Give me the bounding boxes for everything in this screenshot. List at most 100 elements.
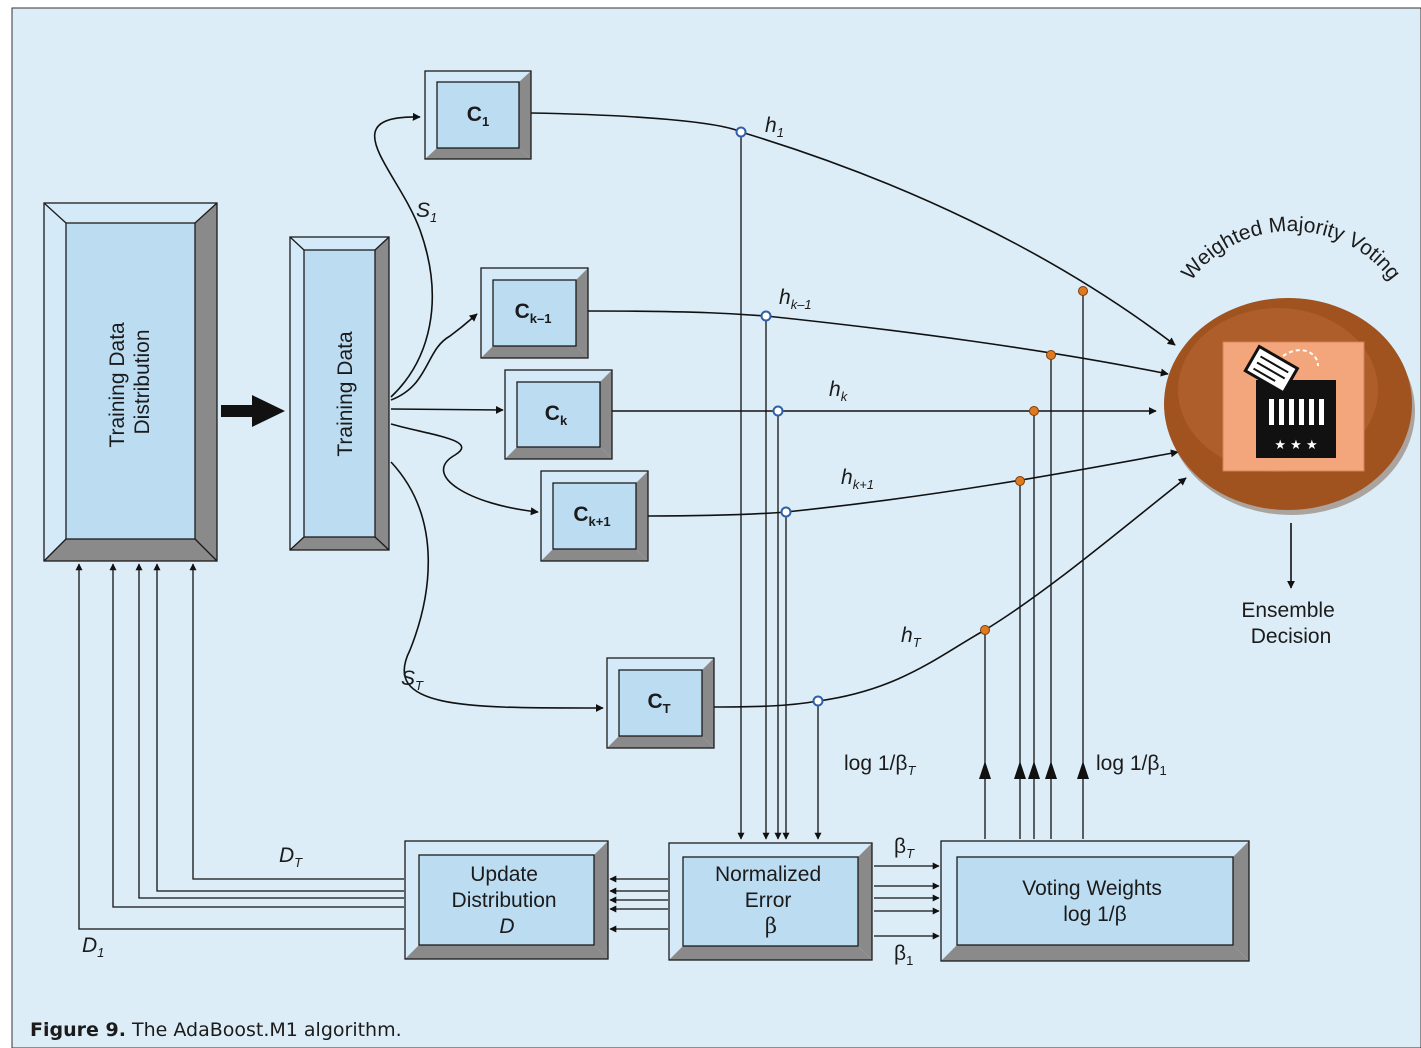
training-distribution-line1: Training Data bbox=[106, 322, 129, 448]
ck-plus-label: C bbox=[573, 503, 588, 526]
c1-label: C bbox=[467, 103, 482, 126]
voting-weights-line2: log 1/β bbox=[1063, 903, 1126, 926]
normalized-error-box: Normalized Error β bbox=[668, 842, 873, 961]
ck-plus-subscript: k+1 bbox=[589, 514, 611, 529]
normalized-error-line1: Normalized bbox=[715, 863, 821, 886]
svg-text:★ ★ ★: ★ ★ ★ bbox=[1274, 438, 1317, 453]
hT-label: h bbox=[901, 624, 913, 647]
training-data-distribution-box: Training Data Distribution bbox=[43, 202, 218, 562]
weight-feed-lines bbox=[979, 291, 1089, 839]
cT-label: C bbox=[647, 690, 662, 713]
hT-subscript: T bbox=[913, 635, 922, 650]
beta-1-label: β bbox=[894, 942, 906, 965]
h1-label: h bbox=[765, 114, 777, 137]
svg-text:Voting Weights log 1/β: Voting Weights log 1/β bbox=[1022, 877, 1168, 926]
c1-subscript: 1 bbox=[482, 114, 489, 129]
ensemble-decision-line2: Decision bbox=[1251, 625, 1332, 648]
thick-right-arrow-icon bbox=[221, 395, 285, 427]
weighted-majority-voting: ★ ★ ★ Weighted Majority Voting bbox=[1164, 213, 1415, 515]
s1-label: S bbox=[416, 199, 430, 222]
svg-text:Ck–1: Ck–1 bbox=[515, 300, 552, 326]
classifier-ck-box: Ck bbox=[504, 369, 613, 460]
voting-weights-line1: Voting Weights bbox=[1022, 877, 1162, 900]
dT-label: D bbox=[279, 844, 294, 867]
training-data-box: Training Data bbox=[289, 236, 390, 551]
training-distribution-line2: Distribution bbox=[131, 329, 154, 434]
svg-text:Ensemble Decision: Ensemble Decision bbox=[1241, 599, 1340, 648]
figure-border bbox=[11, 7, 1421, 1048]
caption-text: The AdaBoost.M1 algorithm. bbox=[126, 1019, 402, 1041]
distribution-feedback-lines bbox=[75, 563, 404, 930]
figure-caption: Figure 9. The AdaBoost.M1 algorithm. bbox=[30, 1019, 402, 1041]
h1-subscript: 1 bbox=[777, 125, 784, 140]
normalized-error-line2: Error bbox=[745, 889, 792, 912]
normalized-error-line3: β bbox=[765, 914, 777, 938]
beta-1-subscript: 1 bbox=[906, 953, 913, 968]
log-beta-1-subscript: 1 bbox=[1159, 763, 1166, 778]
svg-text:Training Data Distributi: Training Data Distribution bbox=[106, 316, 154, 447]
error-feed-lines bbox=[737, 132, 822, 840]
beta-arrows bbox=[874, 862, 940, 940]
ballot-box-icon: ★ ★ ★ bbox=[1243, 344, 1336, 458]
d1-subscript: 1 bbox=[97, 945, 104, 960]
svg-text:ST: ST bbox=[401, 667, 424, 693]
classifier-cT-box: CT bbox=[606, 657, 715, 749]
dT-subscript: T bbox=[294, 855, 303, 870]
svg-text:β1: β1 bbox=[894, 942, 913, 968]
hk-label: h bbox=[829, 378, 841, 401]
hk-minus-subscript: k–1 bbox=[791, 297, 812, 312]
ck-minus-label: C bbox=[515, 300, 530, 323]
svg-text:Ck: Ck bbox=[545, 402, 568, 428]
classifier-ck-minus-box: Ck–1 bbox=[480, 267, 589, 359]
svg-text:S1: S1 bbox=[416, 199, 437, 225]
svg-text:log 1/βT: log 1/βT bbox=[844, 752, 916, 778]
svg-text:Normalized Error β: Normalized Error β bbox=[715, 863, 827, 938]
svg-text:hk+1: hk+1 bbox=[841, 466, 874, 492]
beta-T-subscript: T bbox=[906, 846, 915, 861]
d1-label: D bbox=[82, 934, 97, 957]
ck-label: C bbox=[545, 402, 560, 425]
svg-text:Update Distribution: Update Distribution D bbox=[452, 863, 563, 938]
beta-T-label: β bbox=[894, 835, 906, 858]
svg-text:C1: C1 bbox=[467, 103, 489, 129]
svg-text:βT: βT bbox=[894, 835, 915, 861]
hk-subscript: k bbox=[841, 389, 849, 404]
hk-minus-label: h bbox=[779, 286, 791, 309]
svg-text:log 1/β1: log 1/β1 bbox=[1096, 752, 1167, 778]
svg-text:Ck+1: Ck+1 bbox=[573, 503, 610, 529]
svg-text:hk: hk bbox=[829, 378, 849, 404]
update-distribution-line1: Update bbox=[470, 863, 538, 886]
classifier-c1-box: C1 bbox=[424, 70, 532, 160]
log-beta-T-subscript: T bbox=[907, 763, 916, 778]
cT-subscript: T bbox=[663, 701, 671, 716]
ensemble-decision-line1: Ensemble bbox=[1241, 599, 1334, 622]
blue-junction-dots bbox=[735, 126, 824, 707]
classifier-ck-plus-box: Ck+1 bbox=[540, 470, 649, 562]
update-distribution-box: Update Distribution D bbox=[404, 840, 609, 960]
svg-text:CT: CT bbox=[647, 690, 670, 716]
sT-subscript: T bbox=[415, 678, 424, 693]
log-beta-1-label: log 1/β bbox=[1096, 752, 1159, 775]
s1-subscript: 1 bbox=[430, 210, 437, 225]
ck-minus-subscript: k–1 bbox=[530, 311, 552, 326]
svg-text:hk–1: hk–1 bbox=[779, 286, 812, 312]
voting-weights-box: Voting Weights log 1/β bbox=[940, 840, 1250, 962]
log-beta-T-label: log 1/β bbox=[844, 752, 907, 775]
hypothesis-lines bbox=[530, 112, 1187, 708]
training-data-label: Training Data bbox=[334, 331, 357, 457]
hk-plus-subscript: k+1 bbox=[853, 477, 874, 492]
svg-text:hT: hT bbox=[901, 624, 922, 650]
orange-junction-dots bbox=[980, 286, 1088, 635]
svg-text:h1: h1 bbox=[765, 114, 784, 140]
svg-text:D1: D1 bbox=[82, 934, 104, 960]
update-arrows bbox=[609, 875, 668, 933]
hk-plus-label: h bbox=[841, 466, 853, 489]
update-distribution-line3: D bbox=[499, 915, 514, 938]
sT-label: S bbox=[401, 667, 415, 690]
caption-prefix: Figure 9. bbox=[30, 1019, 126, 1041]
sampling-curves bbox=[373, 112, 604, 713]
svg-text:DT: DT bbox=[279, 844, 303, 870]
ck-subscript: k bbox=[560, 413, 568, 428]
update-distribution-line2: Distribution bbox=[452, 889, 557, 912]
